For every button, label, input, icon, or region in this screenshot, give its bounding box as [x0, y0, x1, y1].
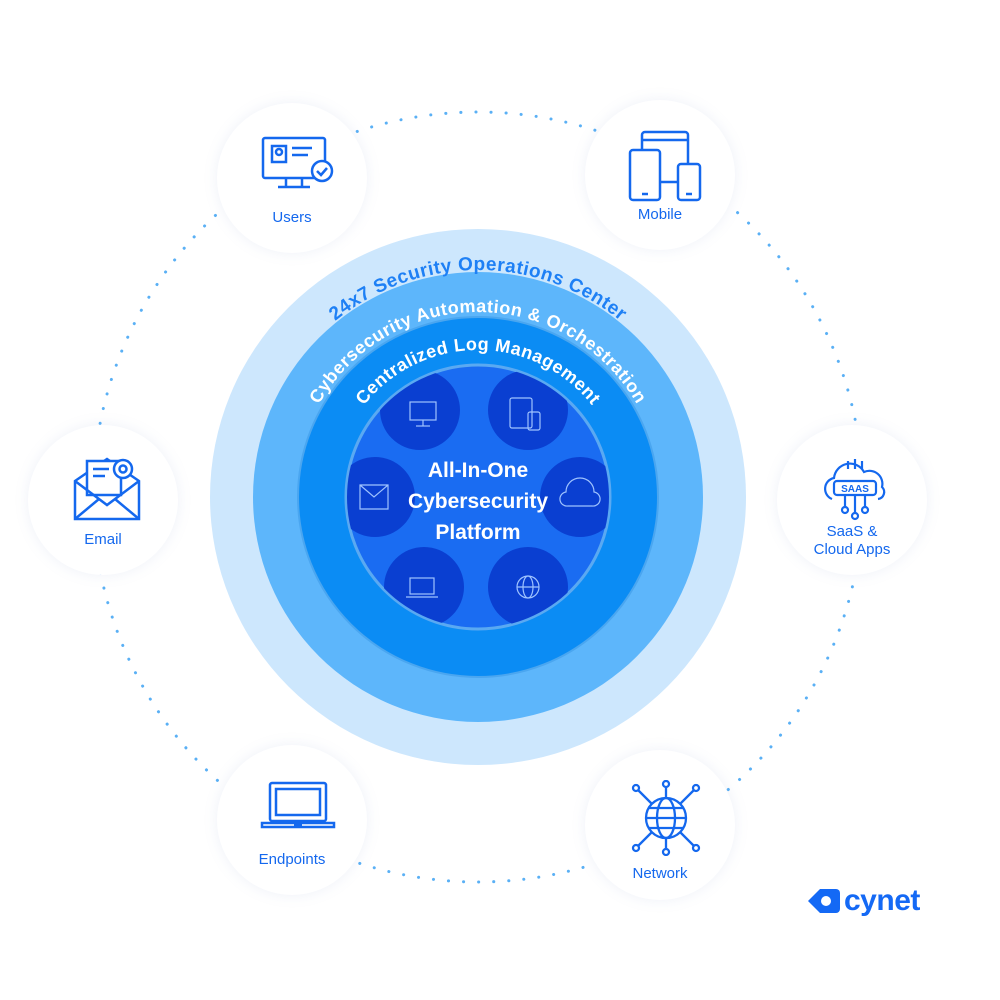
saas-label: SaaS &Cloud Apps	[777, 523, 927, 559]
mobile-icon	[628, 130, 702, 202]
satellite-saas: SAAS SaaS &Cloud Apps	[777, 425, 927, 575]
brand-name: cynet	[844, 884, 920, 917]
satellite-endpoints: Endpoints	[217, 745, 367, 895]
users-label: Users	[272, 209, 312, 226]
saas-cloud-icon: SAAS	[824, 459, 886, 521]
cynet-eye-icon	[808, 889, 840, 913]
email-icon	[73, 457, 141, 521]
cynet-logo: cynet	[806, 884, 920, 918]
satellite-users: Users	[217, 103, 367, 253]
laptop-icon	[260, 781, 336, 829]
endpoints-label: Endpoints	[258, 851, 326, 868]
network-label: Network	[632, 865, 688, 882]
saas-badge: SAAS	[841, 484, 869, 495]
saas-label-line2: Cloud Apps	[813, 541, 891, 558]
saas-label-line1: SaaS &	[826, 523, 878, 540]
title-line-2: Cybersecurity	[407, 490, 549, 513]
platform-title: All-In-One Cybersecurity Platform	[378, 455, 578, 548]
title-line-3: Platform	[435, 521, 521, 544]
mobile-label: Mobile	[637, 206, 683, 223]
email-label: Email	[84, 531, 122, 548]
users-icon	[261, 136, 334, 189]
title-line-1: All-In-One	[427, 459, 529, 482]
network-globe-icon	[631, 780, 701, 856]
core-mini-icons	[359, 397, 601, 599]
satellite-mobile: Mobile	[585, 100, 735, 250]
satellite-network: Network	[585, 750, 735, 900]
satellite-email: Email	[28, 425, 178, 575]
